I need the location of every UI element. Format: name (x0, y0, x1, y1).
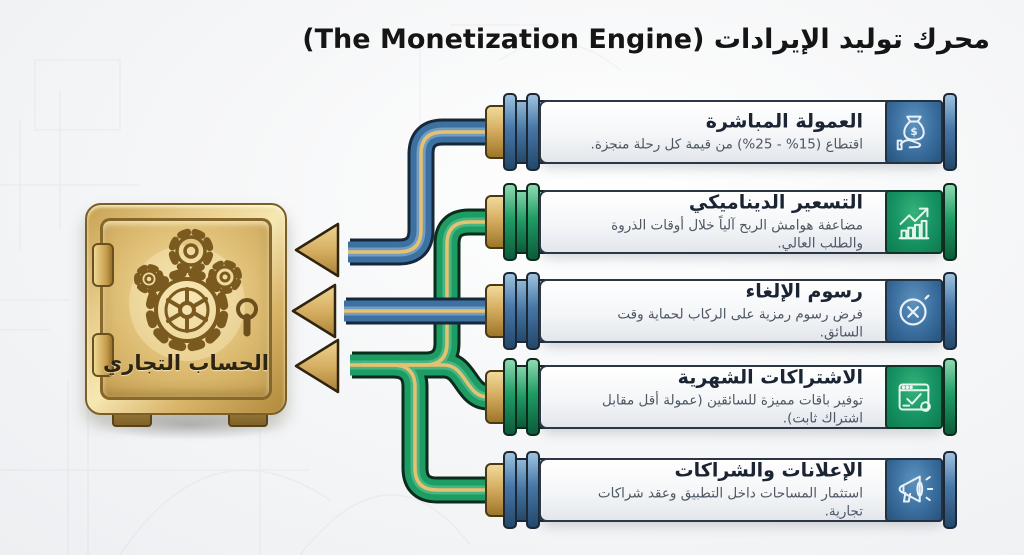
flange (503, 183, 517, 261)
flange (503, 272, 517, 350)
icon-panel: $ (885, 100, 943, 164)
icon-panel (885, 458, 943, 522)
stream-title: التسعير الديناميكي (688, 191, 863, 214)
card-body: رسوم الإلغاء فرض رسوم رمزية على الركاب ل… (539, 279, 945, 343)
icon-panel (885, 190, 943, 254)
flange (503, 358, 517, 436)
icon-panel (885, 279, 943, 343)
safe-hinge-icon (92, 243, 114, 287)
svg-text:$: $ (910, 126, 917, 138)
flange (943, 183, 957, 261)
stream-desc: اقتطاع (15% - 25%) من قيمة كل رحلة منجزة… (590, 136, 863, 153)
stream-card-direct-commission: العمولة المباشرة اقتطاع (15% - 25%) من ق… (503, 93, 959, 171)
stream-desc: توفير باقات مميزة للسائقين (عمولة أقل مق… (602, 392, 863, 427)
flange (526, 93, 540, 171)
stream-desc: استثمار المساحات داخل التطبيق وعقد شراكا… (597, 485, 863, 520)
subscription-window-icon (891, 374, 937, 420)
commercial-account-safe: الحساب التجاري (85, 203, 287, 415)
growth-chart-icon (891, 199, 937, 245)
stream-card-dynamic-pricing: التسعير الديناميكي مضاعفة هوامش الربح آل… (503, 183, 959, 261)
stream-card-ads-partnerships: الإعلانات والشراكات استثمار المساحات داخ… (503, 451, 959, 529)
stream-title: العمولة المباشرة (705, 110, 863, 133)
flange (943, 272, 957, 350)
card-body: العمولة المباشرة اقتطاع (15% - 25%) من ق… (539, 100, 945, 164)
cancel-x-icon (891, 288, 937, 334)
card-body: الإعلانات والشراكات استثمار المساحات داخ… (539, 458, 945, 522)
flange (526, 451, 540, 529)
card-body: التسعير الديناميكي مضاعفة هوامش الربح آل… (539, 190, 945, 254)
icon-panel (885, 365, 943, 429)
flange (943, 93, 957, 171)
flange (503, 451, 517, 529)
safe-label: الحساب التجاري (103, 351, 269, 375)
flange (943, 358, 957, 436)
flange (526, 272, 540, 350)
stream-title: الإعلانات والشراكات (674, 459, 863, 482)
stream-desc: فرض رسوم رمزية على الركاب لحماية وقت الس… (617, 306, 863, 341)
stream-card-monthly-subscriptions: الاشتراكات الشهرية توفير باقات مميزة للس… (503, 358, 959, 436)
card-body: الاشتراكات الشهرية توفير باقات مميزة للس… (539, 365, 945, 429)
money-bag-icon: $ (891, 109, 937, 155)
safe-gears-icon (129, 228, 258, 361)
stream-title: الاشتراكات الشهرية (677, 366, 863, 389)
stream-title: رسوم الإلغاء (745, 280, 863, 303)
page-title: محرك توليد الإيرادات (The Monetization E… (302, 24, 990, 55)
flange (503, 93, 517, 171)
flange (943, 451, 957, 529)
flange (526, 358, 540, 436)
safe-hinge-icon (92, 333, 114, 377)
flange (526, 183, 540, 261)
gold-arrow-icons (291, 222, 340, 394)
stream-desc: مضاعفة هوامش الربح آلياً خلال أوقات الذر… (611, 217, 863, 252)
megaphone-icon (891, 467, 937, 513)
stream-card-cancellation-fees: رسوم الإلغاء فرض رسوم رمزية على الركاب ل… (503, 272, 959, 350)
keyhole-icon (236, 298, 258, 337)
blue-pipes (344, 118, 500, 325)
